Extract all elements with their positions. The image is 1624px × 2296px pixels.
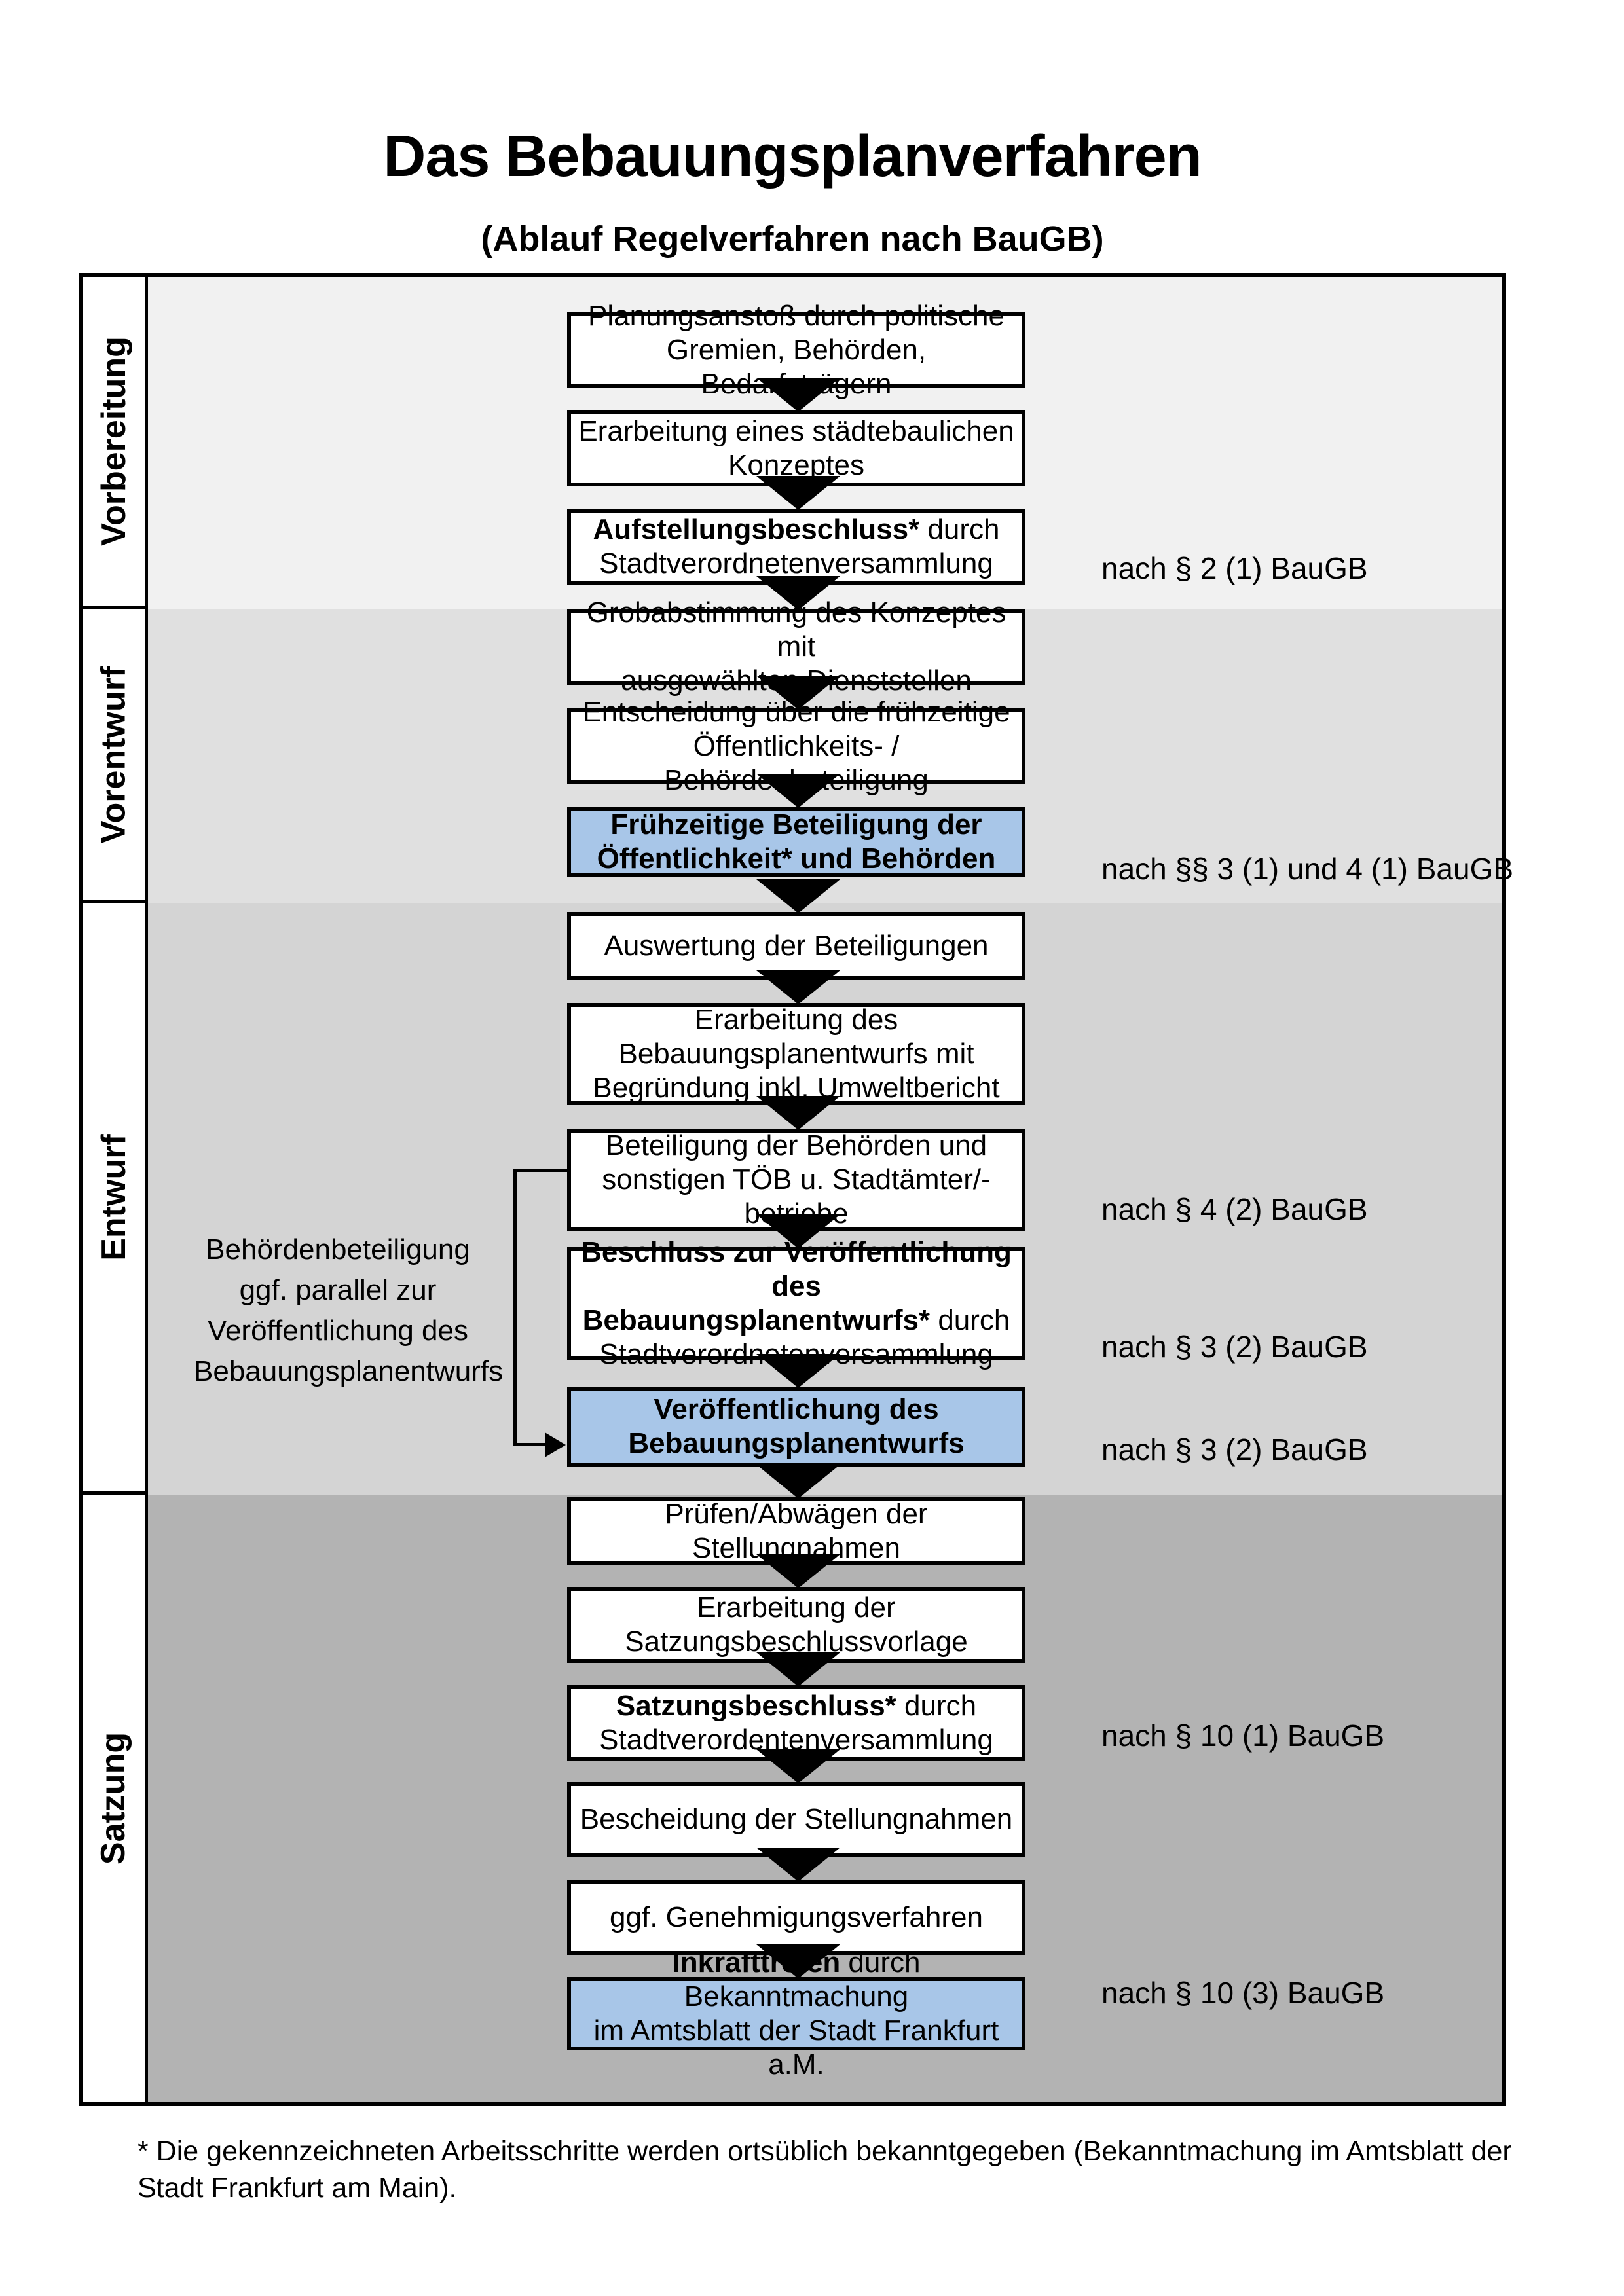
page-subtitle: (Ablauf Regelverfahren nach BauGB) xyxy=(481,219,1104,259)
bracket-arrowhead-icon xyxy=(545,1432,566,1457)
bracket-line-top xyxy=(513,1169,567,1172)
step-text-bold: Veröffentlichung des Bebauungsplanentwur… xyxy=(628,1393,965,1459)
flow-arrow-down xyxy=(756,970,840,1004)
step-grobabstimmung: Grobabstimmung des Konzeptes mit ausgewä… xyxy=(567,596,1025,697)
step-text-bold: Frühzeitige Beteiligung der Öffentlichke… xyxy=(597,809,996,875)
phase-cell-entwurf: Entwurf xyxy=(83,903,148,1495)
phase-cell-vorbereitung: Vorbereitung xyxy=(83,277,148,609)
side-note-parallel-beteiligung: Behördenbeteiligung ggf. parallel zur Ve… xyxy=(194,1233,504,1387)
step-auswertung: Auswertung der Beteiligungen xyxy=(567,912,1025,980)
flow-arrow-down xyxy=(756,1848,840,1882)
step-satzungsbeschluss: Satzungsbeschluss* durch Stadtverordente… xyxy=(567,1685,1025,1761)
step-entscheidung-beteiligung: Entscheidung über die frühzeitige Öffent… xyxy=(567,696,1025,796)
flow-arrow-down xyxy=(756,576,840,610)
legal-ref-veroeffentlichung: nach § 3 (2) BauGB xyxy=(1101,1432,1368,1467)
flow-arrow-down xyxy=(756,1354,840,1388)
phase-label-vorbereitung: Vorbereitung xyxy=(94,337,133,546)
phase-column: Vorbereitung Vorentwurf Entwurf Satzung xyxy=(83,277,148,2102)
step-konzept-erarbeitung: Erarbeitung eines städtebaulichen Konzep… xyxy=(567,410,1025,486)
phase-label-entwurf: Entwurf xyxy=(94,1134,133,1261)
flow-arrow-down xyxy=(756,1096,840,1130)
bracket-line-vertical xyxy=(513,1169,517,1446)
phase-cell-vorentwurf: Vorentwurf xyxy=(83,609,148,903)
flow-arrow-down xyxy=(756,676,840,710)
flow-arrow-down xyxy=(756,1465,840,1499)
step-text: Erarbeitung des Bebauungsplanentwurfs mi… xyxy=(593,1004,1000,1104)
step-text: Erarbeitung eines städtebaulichen Konzep… xyxy=(578,415,1014,481)
step-bescheidung: Bescheidung der Stellungnahmen xyxy=(567,1782,1025,1857)
step-text: durch Bekanntmachung im Amtsblatt der St… xyxy=(593,1946,999,2081)
step-veroeffentlichungsbeschluss: Beschluss zur Veröffentlichung des Bebau… xyxy=(567,1236,1025,1370)
flow-arrow-down xyxy=(756,378,840,412)
step-text: ggf. Genehmigungsverfahren xyxy=(610,1901,983,1933)
step-text-bold: Satzungsbeschluss* xyxy=(616,1690,896,1722)
page-title: Das Bebauungsplanverfahren xyxy=(383,124,1202,189)
step-text: Beteiligung der Behörden und sonstigen T… xyxy=(602,1129,991,1230)
legal-ref-satzungsbeschluss: nach § 10 (1) BauGB xyxy=(1101,1719,1385,1753)
step-text: durch Stadtverordnetenversammlung xyxy=(599,513,1000,579)
step-entwurf-erarbeitung: Erarbeitung des Bebauungsplanentwurfs mi… xyxy=(567,1003,1025,1105)
step-text-bold: Aufstellungsbeschluss* xyxy=(593,513,920,545)
step-veroeffentlichung: Veröffentlichung des Bebauungsplanentwur… xyxy=(567,1387,1025,1467)
step-genehmigungsverfahren: ggf. Genehmigungsverfahren xyxy=(567,1880,1025,1955)
legal-ref-aufstellungsbeschluss: nach § 2 (1) BauGB xyxy=(1101,551,1368,585)
step-inkrafttreten: Inkrafttreten durch Bekanntmachung im Am… xyxy=(567,1946,1025,2081)
flowchart-frame: Vorbereitung Vorentwurf Entwurf Satzung … xyxy=(79,273,1513,2106)
step-satzungsvorlage: Erarbeitung der Satzungsbeschlussvorlage xyxy=(567,1587,1025,1663)
phase-label-vorentwurf: Vorentwurf xyxy=(94,666,133,843)
flow-arrow-down xyxy=(756,1652,840,1686)
legal-ref-veroeffentlichungsbeschluss: nach § 3 (2) BauGB xyxy=(1101,1330,1368,1364)
flow-arrow-down xyxy=(756,879,840,913)
legal-ref-fruehzeitige-beteiligung: nach §§ 3 (1) und 4 (1) BauGB xyxy=(1101,852,1514,886)
step-text: Auswertung der Beteiligungen xyxy=(604,930,989,962)
step-text: Bescheidung der Stellungnahmen xyxy=(580,1803,1013,1835)
flow-arrow-down xyxy=(756,1944,840,1978)
step-aufstellungsbeschluss: Aufstellungsbeschluss* durch Stadtverord… xyxy=(567,509,1025,585)
footnote: * Die gekennzeichneten Arbeitsschritte w… xyxy=(138,2136,1512,2204)
legal-ref-behoerdenbeteiligung: nach § 4 (2) BauGB xyxy=(1101,1192,1368,1226)
flow-arrow-down xyxy=(756,774,840,808)
flow-arrow-down xyxy=(756,1214,840,1248)
phase-cell-satzung: Satzung xyxy=(83,1495,148,2102)
flow-arrow-down xyxy=(756,1749,840,1783)
step-fruehzeitige-beteiligung: Frühzeitige Beteiligung der Öffentlichke… xyxy=(567,807,1025,877)
flow-arrow-down xyxy=(756,1554,840,1588)
step-text: Erarbeitung der Satzungsbeschlussvorlage xyxy=(625,1592,968,1658)
flow-arrow-down xyxy=(756,476,840,510)
step-planungsanstoss: Planungsanstoß durch politische Gremien,… xyxy=(567,300,1025,400)
phase-label-satzung: Satzung xyxy=(94,1732,133,1865)
legal-ref-inkrafttreten: nach § 10 (3) BauGB xyxy=(1101,1976,1385,2010)
bracket-line-bottom xyxy=(513,1443,547,1446)
